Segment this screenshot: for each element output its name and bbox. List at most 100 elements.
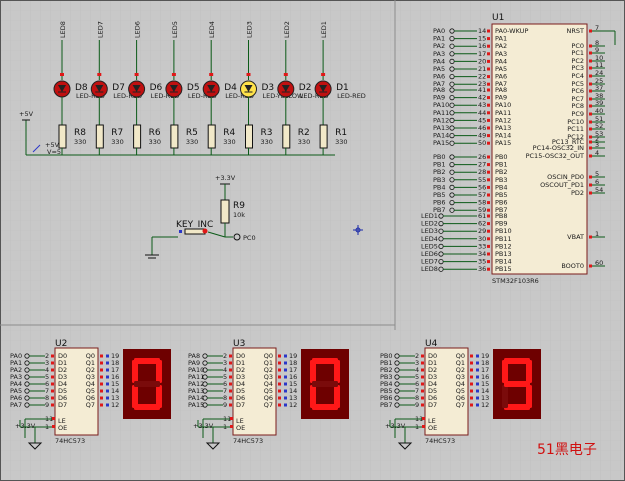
r9-value: 10k — [233, 211, 245, 219]
seven-seg-display-u2 — [123, 349, 171, 419]
mcu-pin-num: 51 — [595, 115, 603, 123]
pc0-terminal[interactable] — [233, 233, 241, 241]
segment — [504, 381, 530, 387]
key-button[interactable] — [184, 228, 206, 235]
decoder-pin-name: D6 — [428, 394, 437, 402]
decoder-pin-name: Q3 — [86, 373, 95, 381]
resistor-value: 330 — [335, 138, 347, 146]
mcu-net-label: PA4 — [433, 57, 445, 65]
mcu-pin-name: PB13 — [495, 250, 512, 258]
decoder-part: 74HC573 — [233, 437, 263, 445]
led-ref: D5 — [187, 83, 200, 93]
decoder-pin-num: 14 — [481, 387, 489, 395]
mcu-net-label: LED7 — [421, 258, 438, 266]
segment — [334, 360, 340, 383]
r9-resistor[interactable] — [220, 199, 230, 224]
mcu-pin-num: 23 — [478, 80, 486, 88]
decoder-pin-name: D0 — [236, 352, 245, 360]
decoder-pin-num: 5 — [415, 373, 419, 381]
decoder-pin-name: Q4 — [456, 380, 465, 388]
decoder-pin-num: 19 — [481, 352, 489, 360]
decoder-pin-num: 12 — [481, 401, 489, 409]
mcu-pin-name: PB3 — [495, 176, 508, 184]
